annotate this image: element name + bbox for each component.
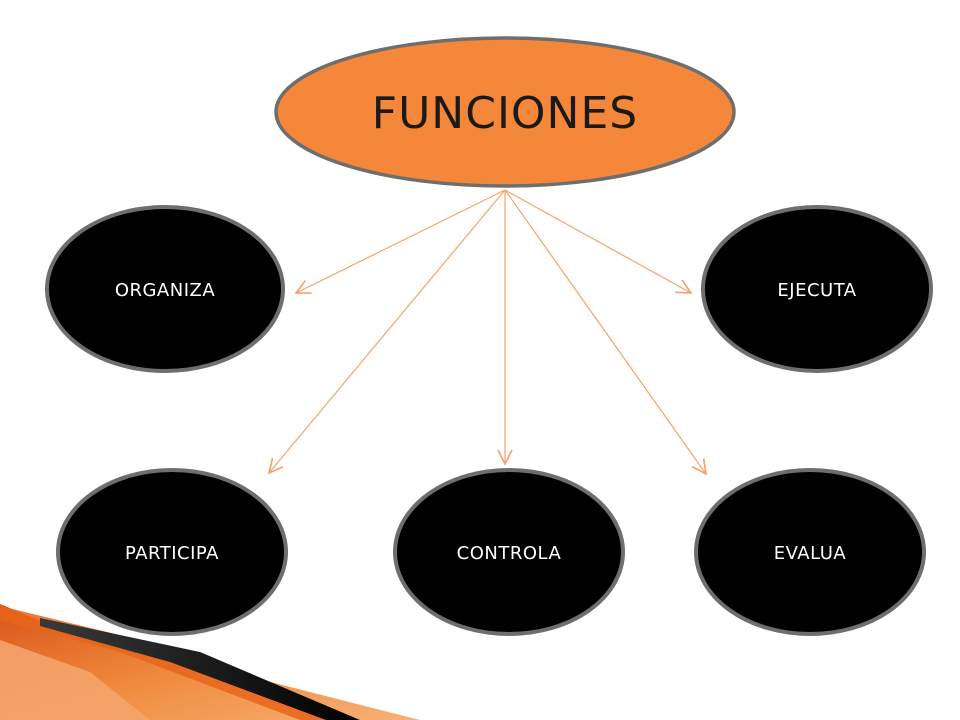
connector-ejecuta bbox=[504, 189, 691, 293]
root-ellipse bbox=[274, 36, 736, 188]
node-controla: CONTROLA bbox=[393, 468, 625, 636]
node-participa: PARTICIPA bbox=[56, 468, 288, 636]
node-label-ejecuta: EJECUTA bbox=[777, 280, 856, 301]
root-node: FUNCIONES bbox=[274, 36, 736, 188]
node-ellipse bbox=[45, 205, 285, 373]
node-ejecuta: EJECUTA bbox=[701, 205, 933, 373]
node-ellipse bbox=[393, 468, 625, 636]
corner-decoration bbox=[0, 604, 420, 720]
node-label-organiza: ORGANIZA bbox=[115, 280, 216, 301]
node-ellipse bbox=[701, 205, 933, 373]
root-label: FUNCIONES bbox=[372, 88, 638, 139]
node-ellipse bbox=[694, 468, 926, 636]
node-label-controla: CONTROLA bbox=[457, 543, 562, 564]
connector-organiza bbox=[296, 189, 506, 293]
connector-participa bbox=[269, 189, 506, 473]
node-ellipse bbox=[56, 468, 288, 636]
node-organiza: ORGANIZA bbox=[45, 205, 285, 373]
node-label-evalua: EVALUA bbox=[774, 543, 847, 564]
connector-evalua bbox=[504, 189, 706, 474]
connectors bbox=[269, 189, 706, 474]
node-label-participa: PARTICIPA bbox=[125, 543, 219, 564]
node-evalua: EVALUA bbox=[694, 468, 926, 636]
